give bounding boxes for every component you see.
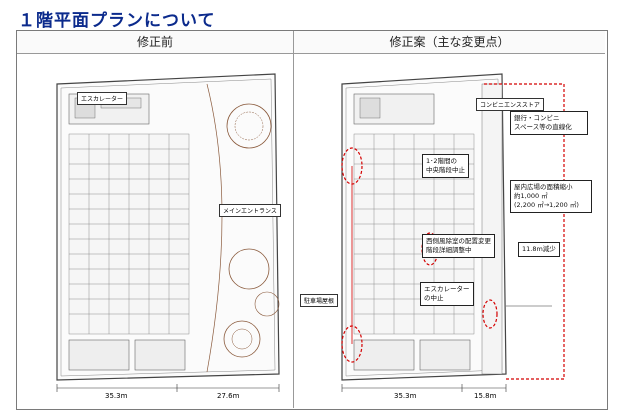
dimension-after-west: 35.3m [394,392,417,400]
before-plan-drawing [56,73,280,392]
main-entrance-label: メインエントランス [219,204,281,217]
comparison-frame [16,30,608,410]
escalator-label: エスカレーター [77,92,128,105]
before-floor-plan: エスカレーター メインエントランス 35.3m 27.6m [17,54,294,408]
after-plan-drawing [341,73,565,392]
note-escalator-stop: エスカレーター の中止 [420,282,474,306]
parking-roof-label: 駐車場屋根 [300,294,339,307]
page-title: １階平面プランについて [18,11,216,31]
convenience-store-label: コンビニエンスストア [476,98,544,111]
before-panel-header: 修正前 [17,31,294,54]
note-central-stairs: 1･2階間の 中央階段中止 [422,154,469,178]
note-plaza-reduction: 屋内広場の面積縮小 約1,000 ㎡ (2,200 ㎡→1,200 ㎡) [510,180,592,213]
note-west-stairs: 西側風除室の配置変更 階段詳細調整中 [422,234,495,258]
note-reduction: 11.8m減少 [518,242,560,257]
note-bank-alignment: 銀行・コンビニ スペース等の直線化 [510,111,588,135]
after-floor-plan: 駐車場屋根 コンビニエンスストア 銀行・コンビニ スペース等の直線化 1･2階間… [294,54,605,408]
dimension-before-west: 35.3m [105,392,128,400]
dimension-after-east: 15.8m [474,392,497,400]
after-panel-header: 修正案（主な変更点） [294,31,605,54]
dimension-before-east: 27.6m [217,392,240,400]
